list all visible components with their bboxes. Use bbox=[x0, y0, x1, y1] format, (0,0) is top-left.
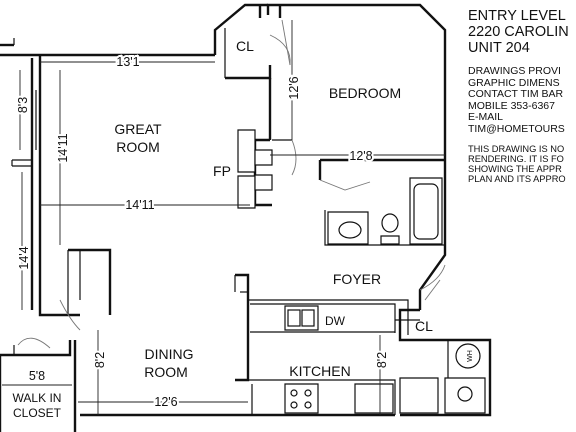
fireplace-label: FP bbox=[213, 163, 231, 179]
hall-closet bbox=[59, 248, 112, 331]
interior-partition bbox=[237, 78, 297, 209]
contact-line: TIM@HOMETOURS bbox=[468, 122, 565, 135]
great-room-width-dim: 13'1 bbox=[116, 55, 139, 69]
title-lines: ENTRY LEVEL 2220 CAROLIN UNIT 204 bbox=[468, 8, 576, 56]
bathroom bbox=[318, 158, 445, 246]
dining-length-dim: 8'2 bbox=[93, 352, 107, 368]
title-line: UNIT 204 bbox=[468, 40, 530, 56]
walk-in-closet-label-line1: WALK IN bbox=[13, 391, 62, 405]
closet-width-dim: 5'8 bbox=[29, 369, 45, 383]
kitchen-label: KITCHEN bbox=[289, 363, 350, 379]
top-left-fragment bbox=[0, 38, 40, 57]
foyer-kitchen-walls bbox=[234, 264, 446, 382]
exterior-walls bbox=[40, 3, 492, 417]
great-room-label-line2: ROOM bbox=[116, 139, 160, 155]
bedroom-width-dim: 12'8 bbox=[349, 149, 372, 163]
disclaimer-line: RENDERING. IT IS FO bbox=[468, 153, 564, 164]
contact-line: E-MAIL bbox=[468, 111, 504, 124]
great-room-length-dim: 14'11 bbox=[56, 133, 70, 162]
title-line: 2220 CAROLIN bbox=[468, 24, 569, 40]
dishwasher-label: DW bbox=[325, 314, 346, 328]
bedroom-label: BEDROOM bbox=[329, 85, 401, 101]
walk-in-closet-label-line2: CLOSET bbox=[13, 406, 62, 420]
bedroom-closet-label: CL bbox=[236, 38, 254, 54]
disclaimer: THIS DRAWING IS NO RENDERING. IT IS FO S… bbox=[468, 144, 576, 185]
great-room-label-line1: GREAT bbox=[114, 121, 162, 137]
left-outer-wall bbox=[11, 55, 80, 317]
walk-in-closet bbox=[0, 337, 77, 432]
bedroom-length-dim: 12'6 bbox=[287, 76, 301, 99]
disclaimer-line: THIS DRAWING IS NO bbox=[468, 143, 565, 154]
contact-line: GRAPHIC DIMENS bbox=[468, 76, 560, 89]
water-heater-label: WH bbox=[467, 350, 474, 362]
foyer-closet-label: CL bbox=[415, 318, 433, 334]
great-room-width-lower-dim: 14'11 bbox=[125, 198, 154, 212]
kitchen-length-dim: 8'2 bbox=[375, 352, 389, 368]
bedroom-closet bbox=[224, 19, 291, 80]
title-line: ENTRY LEVEL bbox=[468, 8, 566, 24]
foyer-label: FOYER bbox=[333, 271, 381, 287]
disclaimer-line: PLAN AND ITS APPRO bbox=[468, 174, 566, 185]
title-block: ENTRY LEVEL 2220 CAROLIN UNIT 204 DRAWIN… bbox=[468, 8, 576, 185]
left-upper-dim: 8'3 bbox=[16, 97, 30, 113]
contact-notes: DRAWINGS PROVI GRAPHIC DIMENS CONTACT TI… bbox=[468, 65, 576, 136]
contact-line: CONTACT TIM BAR bbox=[468, 88, 564, 101]
dining-room-label-line2: ROOM bbox=[144, 364, 188, 380]
disclaimer-line: SHOWING THE APPR bbox=[468, 164, 562, 175]
kitchen-lower-counter bbox=[248, 340, 486, 415]
contact-line: MOBILE 353-6367 bbox=[468, 99, 555, 112]
dimension-lines bbox=[2, 20, 445, 415]
left-lower-dim: 14'4 bbox=[17, 246, 31, 269]
dining-room-label-line1: DINING bbox=[145, 346, 194, 362]
contact-line: DRAWINGS PROVI bbox=[468, 65, 561, 77]
dining-width-dim: 12'6 bbox=[154, 395, 177, 409]
